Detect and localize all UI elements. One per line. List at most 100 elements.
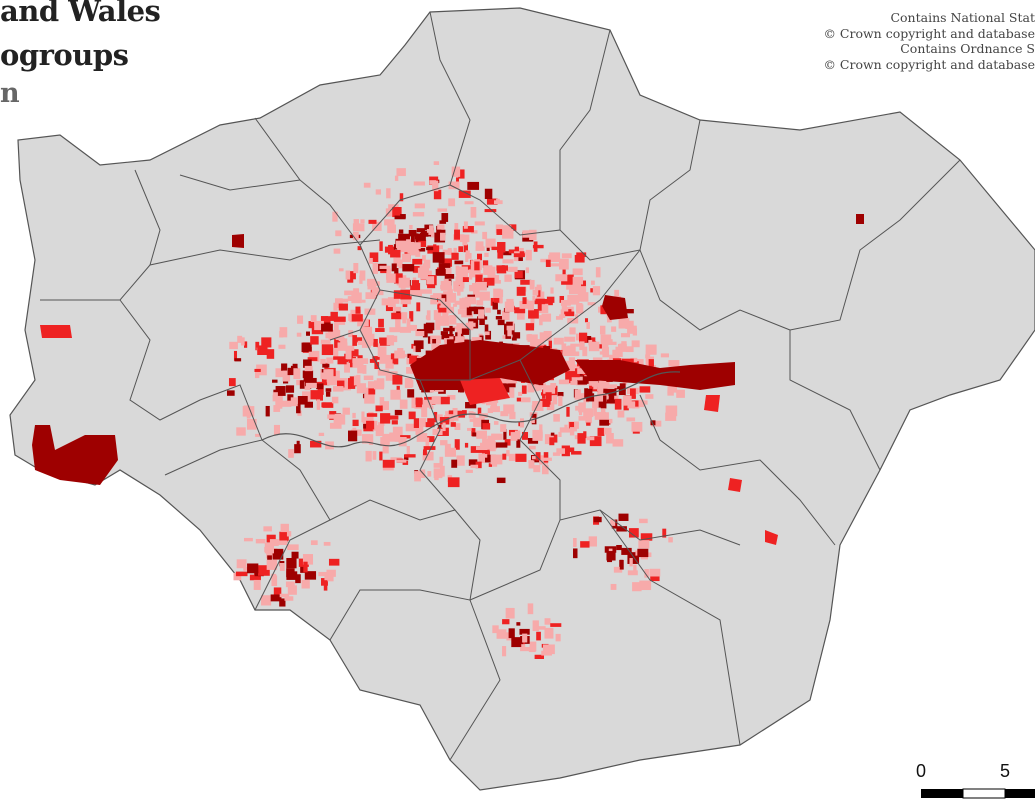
deprivation-area	[637, 548, 649, 558]
deprivation-area	[632, 582, 642, 592]
deprivation-area	[355, 337, 363, 343]
deprivation-area	[454, 260, 464, 265]
deprivation-area	[516, 622, 521, 626]
deprivation-area	[437, 208, 448, 212]
deprivation-area	[459, 234, 470, 243]
deprivation-area	[352, 231, 359, 241]
deprivation-area	[439, 456, 444, 464]
deprivation-area	[453, 281, 459, 291]
deprivation-area	[612, 349, 617, 355]
deprivation-area	[539, 315, 543, 326]
deprivation-area	[352, 335, 357, 346]
deprivation-area	[561, 253, 572, 259]
deprivation-area	[380, 413, 391, 424]
deprivation-area	[380, 269, 390, 274]
deprivation-area	[665, 405, 678, 417]
deprivation-area	[519, 300, 531, 309]
deprivation-area	[412, 277, 417, 281]
deprivation-area	[390, 353, 399, 365]
deprivation-area	[491, 433, 503, 440]
deprivation-area	[593, 406, 597, 416]
deprivation-area	[704, 395, 720, 412]
deprivation-area	[629, 558, 633, 567]
deprivation-area	[430, 294, 439, 305]
deprivation-area	[535, 452, 541, 461]
deprivation-area	[612, 439, 624, 447]
deprivation-area	[514, 271, 523, 279]
deprivation-area	[393, 290, 401, 299]
deprivation-area	[583, 431, 587, 439]
deprivation-area	[513, 253, 525, 258]
deprivation-area	[287, 568, 291, 579]
deprivation-area	[379, 354, 392, 364]
deprivation-area	[529, 641, 537, 652]
deprivation-area	[229, 341, 238, 350]
deprivation-area	[361, 434, 370, 444]
deprivation-area	[385, 363, 394, 369]
deprivation-area	[475, 461, 482, 469]
deprivation-area	[481, 447, 491, 455]
borough-boundary	[329, 499, 481, 601]
deprivation-area	[433, 463, 443, 468]
deprivation-area	[484, 324, 489, 333]
deprivation-area	[541, 465, 549, 475]
deprivation-area	[493, 288, 502, 300]
deprivation-area	[426, 276, 435, 285]
deprivation-area	[511, 337, 517, 341]
deprivation-area	[520, 279, 532, 285]
deprivation-area	[578, 402, 586, 413]
deprivation-area	[377, 369, 390, 376]
deprivation-area	[429, 225, 434, 234]
deprivation-area	[471, 230, 478, 234]
deprivation-area	[395, 317, 401, 328]
deprivation-area	[648, 359, 654, 367]
deprivation-area	[573, 283, 582, 291]
deprivation-area	[541, 313, 552, 322]
deprivation-area	[628, 552, 636, 556]
deprivation-area	[611, 326, 617, 332]
deprivation-area	[266, 534, 276, 543]
deprivation-area	[497, 309, 501, 315]
deprivation-area	[502, 619, 510, 625]
deprivation-area	[380, 437, 390, 447]
deprivation-area	[243, 341, 248, 348]
deprivation-area	[626, 346, 634, 353]
deprivation-area	[505, 607, 515, 619]
deprivation-area	[480, 442, 490, 450]
deprivation-area	[571, 364, 580, 368]
deprivation-area	[368, 257, 373, 264]
deprivation-area	[627, 570, 638, 576]
deprivation-area	[676, 389, 685, 398]
deprivation-area	[486, 246, 490, 252]
deprivation-area	[566, 360, 575, 372]
deprivation-area	[527, 382, 535, 393]
deprivation-area	[415, 233, 426, 241]
deprivation-area	[558, 379, 570, 385]
deprivation-area	[411, 397, 416, 409]
deprivation-area	[373, 380, 385, 390]
deprivation-area	[509, 387, 515, 398]
deprivation-area	[497, 241, 506, 253]
deprivation-area	[451, 252, 459, 260]
deprivation-area	[352, 358, 363, 368]
deprivation-area	[310, 440, 322, 448]
deprivation-area	[645, 344, 657, 355]
deprivation-area	[728, 478, 742, 492]
deprivation-area	[366, 413, 378, 417]
deprivation-area	[434, 475, 439, 481]
deprivation-area	[660, 353, 669, 358]
deprivation-area	[577, 292, 589, 302]
deprivation-area	[472, 288, 480, 298]
deprivation-area	[400, 293, 405, 299]
deprivation-area	[369, 281, 380, 287]
deprivation-area	[529, 229, 537, 241]
deprivation-area	[409, 355, 419, 364]
deprivation-area	[389, 432, 401, 442]
deprivation-area	[338, 303, 348, 311]
deprivation-area	[595, 267, 601, 278]
deprivation-area	[275, 400, 283, 409]
deprivation-area	[438, 307, 448, 313]
deprivation-area	[364, 308, 376, 315]
deprivation-area	[484, 252, 489, 257]
deprivation-area	[503, 429, 507, 440]
